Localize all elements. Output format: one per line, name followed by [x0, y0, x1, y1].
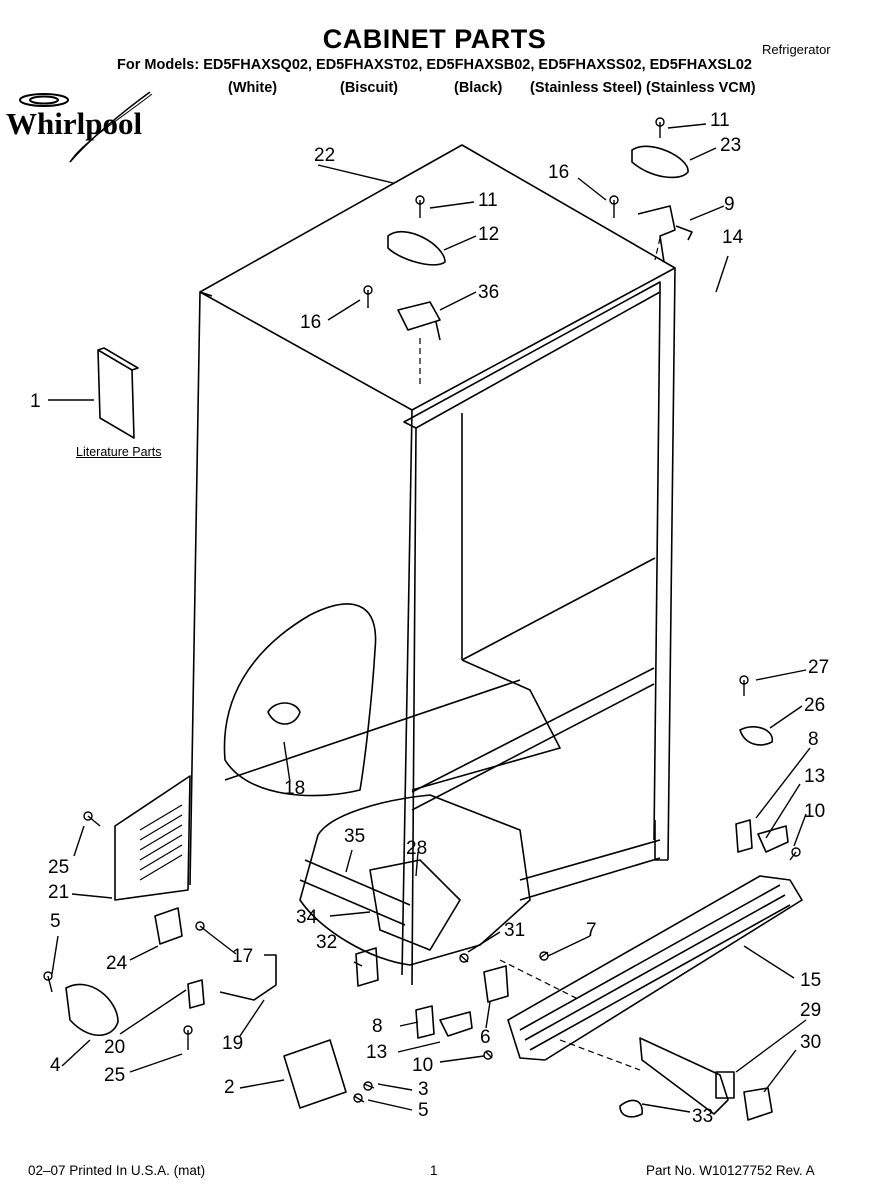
callout-10b: 10: [412, 1055, 434, 1076]
callout-13a: 13: [804, 766, 826, 787]
literature-parts-label: Literature Parts: [76, 445, 162, 459]
callout-3: 3: [418, 1079, 429, 1100]
callout-25a: 25: [48, 857, 70, 878]
callout-5b: 5: [418, 1100, 429, 1121]
callout-31: 31: [504, 920, 526, 941]
callout-8b: 8: [372, 1016, 383, 1037]
color-stainless: (Stainless Steel) (Stainless VCM): [530, 80, 756, 96]
models-line: For Models: ED5FHAXSQ02, ED5FHAXST02, ED…: [117, 57, 752, 73]
callout-13b: 13: [366, 1042, 388, 1063]
callout-8a: 8: [808, 729, 819, 750]
color-white: (White): [228, 80, 278, 96]
callout-15: 15: [800, 970, 822, 991]
callout-30: 30: [800, 1032, 822, 1053]
callout-26: 26: [804, 695, 826, 716]
color-biscuit: (Biscuit): [340, 80, 398, 96]
callout-17: 17: [232, 946, 254, 967]
callout-23: 23: [720, 135, 742, 156]
callout-32: 32: [316, 932, 338, 953]
callout-6: 6: [480, 1027, 491, 1048]
callout-28: 28: [406, 838, 428, 859]
callout-20: 20: [104, 1037, 126, 1058]
callout-35: 35: [344, 826, 366, 847]
callout-34: 34: [296, 907, 318, 928]
callout-5a: 5: [50, 911, 61, 932]
callout-4: 4: [50, 1055, 61, 1076]
callout-25b: 25: [104, 1065, 126, 1086]
callout-19: 19: [222, 1033, 244, 1054]
callout-21: 21: [48, 882, 70, 903]
callout-24: 24: [106, 953, 128, 974]
callout-36: 36: [478, 282, 500, 303]
color-black: (Black): [454, 80, 503, 96]
whirlpool-logo-icon: [19, 91, 153, 163]
callout-27: 27: [808, 657, 830, 678]
callout-33: 33: [692, 1106, 714, 1127]
callout-7: 7: [586, 920, 597, 941]
callout-22: 22: [314, 145, 336, 166]
callout-2: 2: [224, 1077, 235, 1098]
callout-11a: 11: [710, 110, 730, 131]
part-number: Part No. W10127752 Rev. A: [646, 1163, 815, 1178]
callout-18: 18: [284, 778, 306, 799]
callout-12: 12: [478, 224, 500, 245]
page-title: CABINET PARTS: [322, 24, 547, 54]
callout-16b: 16: [300, 312, 322, 333]
callout-10a: 10: [804, 801, 826, 822]
callout-11b: 11: [478, 190, 498, 211]
page-number: 1: [430, 1163, 438, 1178]
callout-29: 29: [800, 1000, 822, 1021]
callout-16a: 16: [548, 162, 570, 183]
callout-9: 9: [724, 194, 735, 215]
callout-14: 14: [722, 227, 744, 248]
footer-print-info: 02–07 Printed In U.S.A. (mat): [28, 1163, 206, 1178]
brand-logo: Whirlpool: [6, 106, 143, 141]
callout-1: 1: [30, 391, 41, 412]
product-type: Refrigerator: [762, 42, 831, 57]
